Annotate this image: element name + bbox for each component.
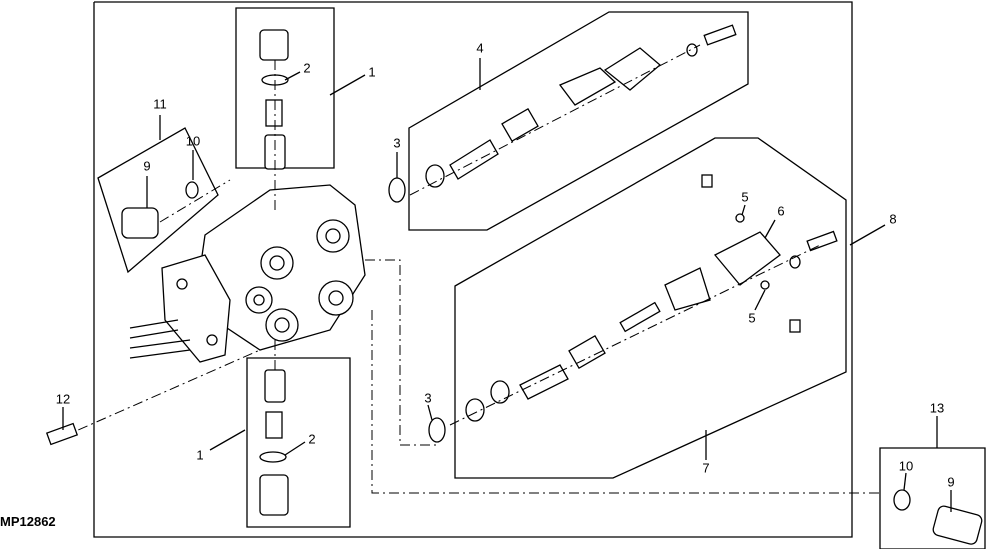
- left-plug-box: [97, 127, 219, 274]
- callout-9-left: 9: [143, 158, 151, 174]
- callout-3-lower: 3: [424, 390, 432, 406]
- callout-1-top: 1: [368, 64, 376, 80]
- figure-reference: MP12862: [0, 514, 56, 529]
- callout-8: 8: [889, 211, 897, 227]
- leader-lines: [62, 58, 952, 512]
- right-plug: [893, 489, 983, 545]
- callout-3-upper: 3: [393, 135, 401, 151]
- upper-spool-box: [408, 11, 749, 231]
- callout-13: 13: [929, 400, 945, 416]
- lower-spool-centerline: [365, 259, 437, 446]
- callout-5-upper: 5: [741, 189, 749, 205]
- callout-1-bottom: 1: [196, 447, 204, 463]
- lower-spool-parts: [428, 174, 838, 443]
- callout-9-right: 9: [947, 474, 955, 490]
- right-plug-centerline: [371, 310, 880, 494]
- lower-spool-box: [454, 137, 847, 479]
- callout-6: 6: [777, 203, 785, 219]
- right-plug-box: [879, 447, 986, 549]
- outer-frame: [93, 1, 853, 538]
- upper-spool-parts: [388, 24, 737, 203]
- bottom-valve-parts: [259, 340, 289, 516]
- callout-5-lower: 5: [748, 310, 756, 326]
- callout-4: 4: [476, 40, 484, 56]
- cap-screw: [45, 422, 79, 446]
- callout-2-top: 2: [303, 60, 311, 76]
- callout-10-right: 10: [898, 458, 914, 474]
- top-kit-box: [235, 7, 335, 169]
- callout-12: 12: [55, 391, 71, 407]
- valve-body: [129, 184, 366, 363]
- cap-screw-centerline: [59, 349, 261, 439]
- bottom-kit-box: [246, 357, 351, 528]
- callout-11: 11: [153, 96, 167, 112]
- callout-7: 7: [702, 460, 710, 476]
- top-valve-parts: [259, 29, 289, 210]
- left-plug: [121, 179, 231, 239]
- callout-2-bottom: 2: [308, 431, 316, 447]
- callout-10-left: 10: [185, 133, 201, 149]
